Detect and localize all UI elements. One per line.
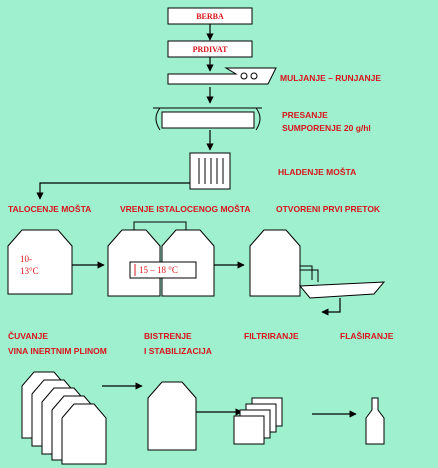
talocenje-temp-1: 10-: [20, 254, 32, 264]
prdivat-label: PRDIVAT: [193, 45, 228, 54]
presanje-label: PRESANJE: [282, 110, 328, 120]
cuvanje-label-2: VINA INERTNIM PLINOM: [8, 346, 107, 356]
talocenje-label: TALOCENJE MOŠTA: [8, 203, 91, 214]
racking-pipe-icon: [300, 269, 319, 282]
racking-pipe-icon: [300, 265, 313, 280]
crusher-icon: [167, 67, 277, 85]
sumporenje-label: SUMPORENJE 20 g/hl: [282, 123, 371, 133]
filter-plate-icon: [233, 415, 265, 445]
press-left-icon: [155, 107, 161, 131]
muljanje-label: MULJANJE – RUNJANJE: [280, 73, 381, 83]
flasiranje-label: FLAŠIRANJE: [340, 330, 394, 341]
hladenje-label: HLADENJE MOŠTA: [278, 166, 356, 177]
bistrenje-label-2: I STABILIZACIJA: [144, 346, 212, 356]
racking-tank-icon: [249, 229, 301, 297]
cuvanje-label-1: ČUVANJE: [8, 330, 48, 341]
bistrenje-label-1: BISTRENJE: [144, 331, 192, 341]
press-drum-icon: [161, 111, 255, 129]
bottle-icon: [365, 397, 385, 445]
arrow-racking-next: [321, 298, 341, 316]
storage-tank-icon: [61, 403, 107, 465]
vrenje-label: VRENJE ISTALOCENOG MOŠTA: [120, 203, 251, 214]
cooler-icon: [189, 152, 231, 190]
vrenje-temp: 15 – 18 °C: [139, 265, 178, 275]
crusher-roller-icon: [240, 72, 248, 80]
otvoreni-label: OTVORENI PRVI PRETOK: [276, 204, 381, 214]
berba-label: BERBA: [196, 12, 224, 21]
filtriranje-label: FILTRIRANJE: [244, 331, 299, 341]
fermentation-connector-icon: [133, 221, 187, 230]
press-right-icon: [255, 107, 261, 131]
talocenje-temp-2: 13°C: [20, 266, 39, 276]
crusher-roller-icon: [250, 72, 258, 80]
arrow-cooler-settling: [36, 182, 190, 200]
settling-tank-icon: [7, 229, 73, 295]
racking-tray-icon: [298, 281, 386, 299]
fermentation-temp-box: [129, 261, 197, 279]
clarification-tank-icon: [147, 381, 197, 451]
